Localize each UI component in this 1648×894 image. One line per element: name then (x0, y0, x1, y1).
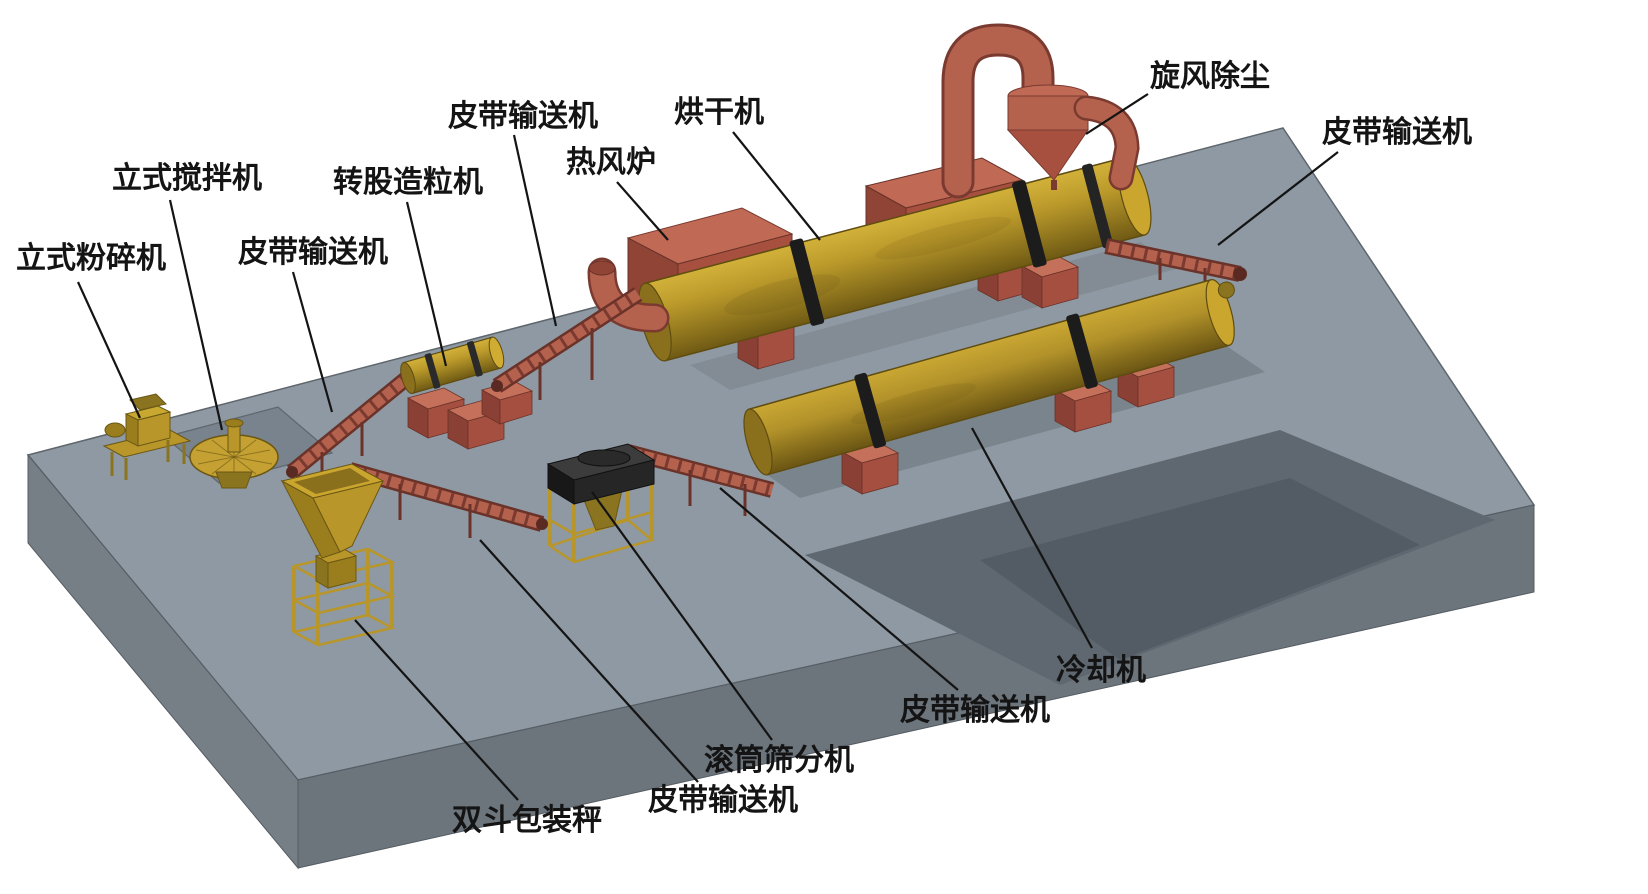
cooler-riding-ring (1066, 313, 1098, 389)
leader-drum-screener (591, 491, 773, 741)
crusher-hopper (129, 393, 167, 411)
label-belt-conveyor-2: 皮带输送机 (448, 100, 598, 133)
cooler-support-blocks (840, 355, 1176, 495)
leader-dryer (732, 131, 821, 241)
label-cooler: 冷却机 (1056, 654, 1146, 687)
belt-conveyor-1-machine (286, 367, 418, 479)
packing-scale-machine (280, 463, 396, 647)
rotary-drum-granulator-machine (400, 336, 505, 395)
label-dryer: 烘干机 (674, 96, 764, 129)
leader-vertical-crusher (76, 281, 142, 419)
dryer-riding-ring (1081, 163, 1114, 249)
screener-drum (577, 449, 631, 467)
dryer-machine (638, 156, 1152, 362)
label-drum-screener: 滚筒筛分机 (704, 743, 854, 777)
label-double-hopper-packing-scale: 双斗包装秤 (452, 803, 602, 837)
leader-cyclone (1085, 93, 1149, 135)
label-cyclone-dust-collector: 旋风除尘 (1150, 59, 1270, 93)
cooler-end-fitting (1217, 281, 1235, 299)
label-hot-blast-stove: 热风炉 (566, 146, 656, 179)
label-vertical-crusher: 立式粉碎机 (16, 241, 166, 275)
vertical-mixer-machine (189, 418, 279, 489)
belt-conveyor-5-machine (347, 462, 548, 538)
label-belt-conveyor-4: 皮带输送机 (900, 694, 1050, 727)
labels: 立式粉碎机 立式搅拌机 皮带输送机 转股造粒机 皮带输送机 热风炉 烘干机 旋风… (16, 59, 1472, 837)
belt-conveyor-3-machine (1104, 238, 1247, 288)
dryer-riding-ring (1012, 180, 1047, 268)
leader-vertical-mixer (168, 199, 224, 431)
leader-belt-conveyor-4 (719, 487, 959, 691)
vertical-crusher-machine (102, 393, 192, 480)
cyclone-dust-collector-machine (941, 23, 1140, 199)
label-belt-conveyor-1: 皮带输送机 (238, 236, 388, 269)
crusher-motor (104, 422, 126, 438)
leader-hot-blast-stove (616, 181, 669, 241)
label-rotary-drum-granulator: 转股造粒机 (333, 165, 483, 199)
leader-belt-conveyor-1 (291, 271, 334, 413)
cooler-machine (743, 278, 1235, 476)
granulator-support-blocks (406, 380, 534, 450)
leader-belt-conveyor-2 (512, 134, 558, 327)
label-belt-conveyor-3: 皮带输送机 (1322, 116, 1472, 149)
leader-belt-conveyor-3 (1217, 151, 1339, 246)
leader-packing-scale (354, 619, 519, 801)
label-belt-conveyor-5: 皮带输送机 (648, 784, 798, 817)
dryer-riding-ring (789, 238, 825, 326)
label-vertical-mixer: 立式搅拌机 (112, 161, 262, 195)
leader-cooler (971, 427, 1093, 649)
leader-granulator (405, 201, 448, 367)
belt-conveyor-2-machine (491, 287, 643, 400)
leader-belt-conveyor-5 (479, 539, 699, 783)
leader-lines (76, 93, 1339, 801)
cooler-riding-ring (854, 372, 886, 449)
cyclone-cone (1006, 129, 1089, 181)
